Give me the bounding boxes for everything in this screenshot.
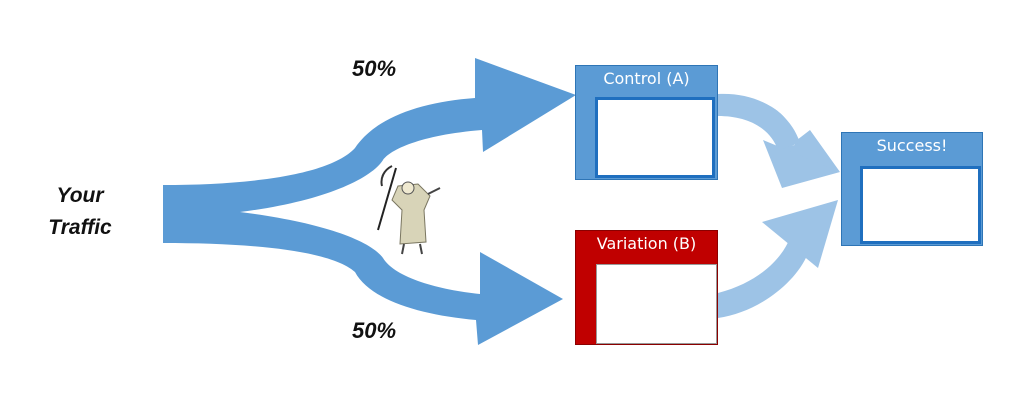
control-to-success-arrowhead [763, 140, 840, 188]
control-to-success-arrow-body [718, 93, 800, 150]
variation-box-content [596, 264, 717, 344]
traffic-split-arrow [163, 58, 576, 345]
success-box: Success! [841, 132, 983, 246]
split-percent-top: 50% [352, 56, 397, 81]
control-box-content [595, 97, 715, 178]
variation-to-success-arrowhead [762, 200, 838, 268]
variation-to-success-arrow-body [718, 238, 810, 318]
control-box-title: Control (A) [603, 69, 690, 88]
traffic-label-line-2: Traffic [48, 216, 112, 239]
success-box-title: Success! [876, 136, 948, 155]
traffic-source-label: Your Traffic [30, 180, 130, 244]
control-box: Control (A) [575, 65, 718, 180]
split-percent-bottom: 50% [352, 318, 397, 343]
variation-box: Variation (B) [575, 230, 718, 345]
variation-box-title: Variation (B) [596, 234, 697, 253]
success-box-content [860, 166, 981, 244]
grim-reaper-icon [377, 165, 441, 255]
traffic-label-line-1: Your [56, 184, 104, 207]
control-to-success-arrow [718, 94, 840, 172]
